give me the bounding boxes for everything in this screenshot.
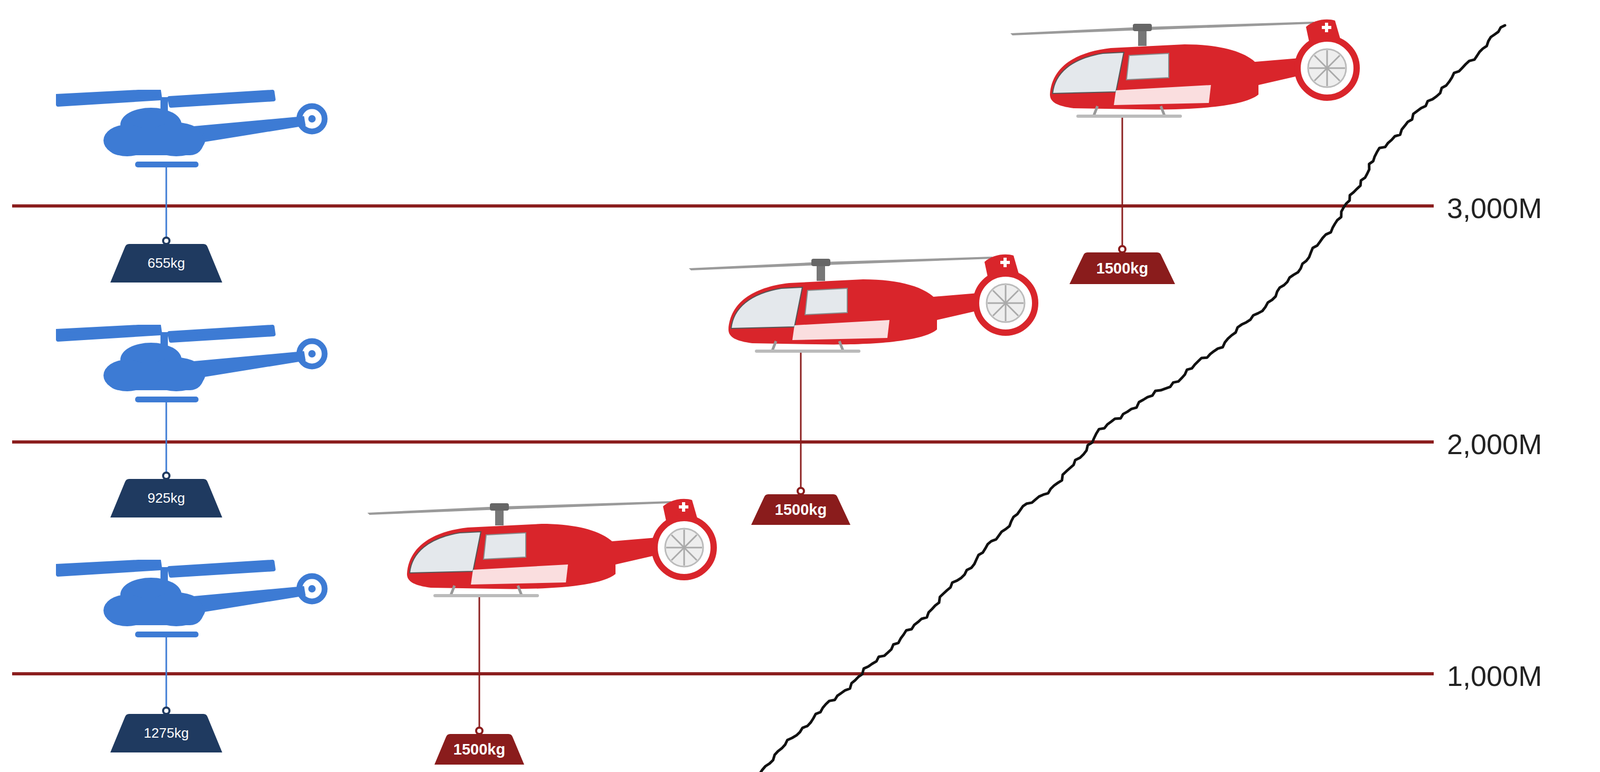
weight-body xyxy=(110,713,223,753)
weight-label: 655kg xyxy=(147,254,186,272)
ropes xyxy=(166,117,1123,728)
weight-block: 925kg xyxy=(110,471,223,518)
weight-block: 1275kg xyxy=(110,706,223,753)
weight-block: 1500kg xyxy=(751,486,851,525)
helicopter-icon xyxy=(55,325,325,403)
weight-block: 1500kg xyxy=(434,726,525,765)
rope xyxy=(800,352,802,488)
weight-text-area: 1500kg xyxy=(751,494,851,525)
altitude-line xyxy=(12,671,1434,676)
rope xyxy=(165,401,168,473)
weight-block: 655kg xyxy=(110,236,223,283)
helicopter-icon xyxy=(55,90,325,168)
weight-label: 1500kg xyxy=(1096,259,1149,278)
weight-body xyxy=(110,243,223,283)
helicopter-icon xyxy=(55,560,325,638)
helicopter-illustration xyxy=(1010,19,1357,118)
weight-label: 1500kg xyxy=(453,740,506,759)
mountain-slope xyxy=(754,25,1505,772)
rope xyxy=(165,636,168,708)
altitude-lines xyxy=(12,205,1434,674)
weight-text-area: 1500kg xyxy=(1069,252,1176,284)
weight-ring xyxy=(1119,245,1126,253)
weight-label: 1500kg xyxy=(774,500,827,519)
weight-text-area: 655kg xyxy=(110,243,223,283)
altitude-label: 2,000M xyxy=(1446,427,1542,461)
helicopter-illustration xyxy=(367,498,714,598)
rope xyxy=(1121,117,1124,246)
altitude-line xyxy=(12,204,1434,208)
weight-body xyxy=(434,733,525,765)
weight-text-area: 925kg xyxy=(110,478,223,518)
weight-text-area: 1275kg xyxy=(110,713,223,753)
weight-ring xyxy=(163,707,170,714)
weight-ring xyxy=(163,237,170,244)
altitude-label: 3,000M xyxy=(1446,191,1542,225)
weight-ring xyxy=(163,472,170,479)
weight-label: 925kg xyxy=(147,489,186,507)
weight-block: 1500kg xyxy=(1069,244,1176,284)
weight-body xyxy=(110,478,223,518)
rope xyxy=(478,597,481,728)
rope xyxy=(165,166,168,238)
helicopter-illustration xyxy=(688,254,1036,353)
weight-label: 1275kg xyxy=(143,724,189,742)
altitude-line xyxy=(12,440,1434,444)
weight-body xyxy=(751,494,851,525)
weight-text-area: 1500kg xyxy=(434,733,525,765)
weight-ring xyxy=(797,487,804,495)
weight-body xyxy=(1069,252,1176,284)
altitude-label: 1,000M xyxy=(1446,659,1542,693)
weight-ring xyxy=(476,727,483,734)
